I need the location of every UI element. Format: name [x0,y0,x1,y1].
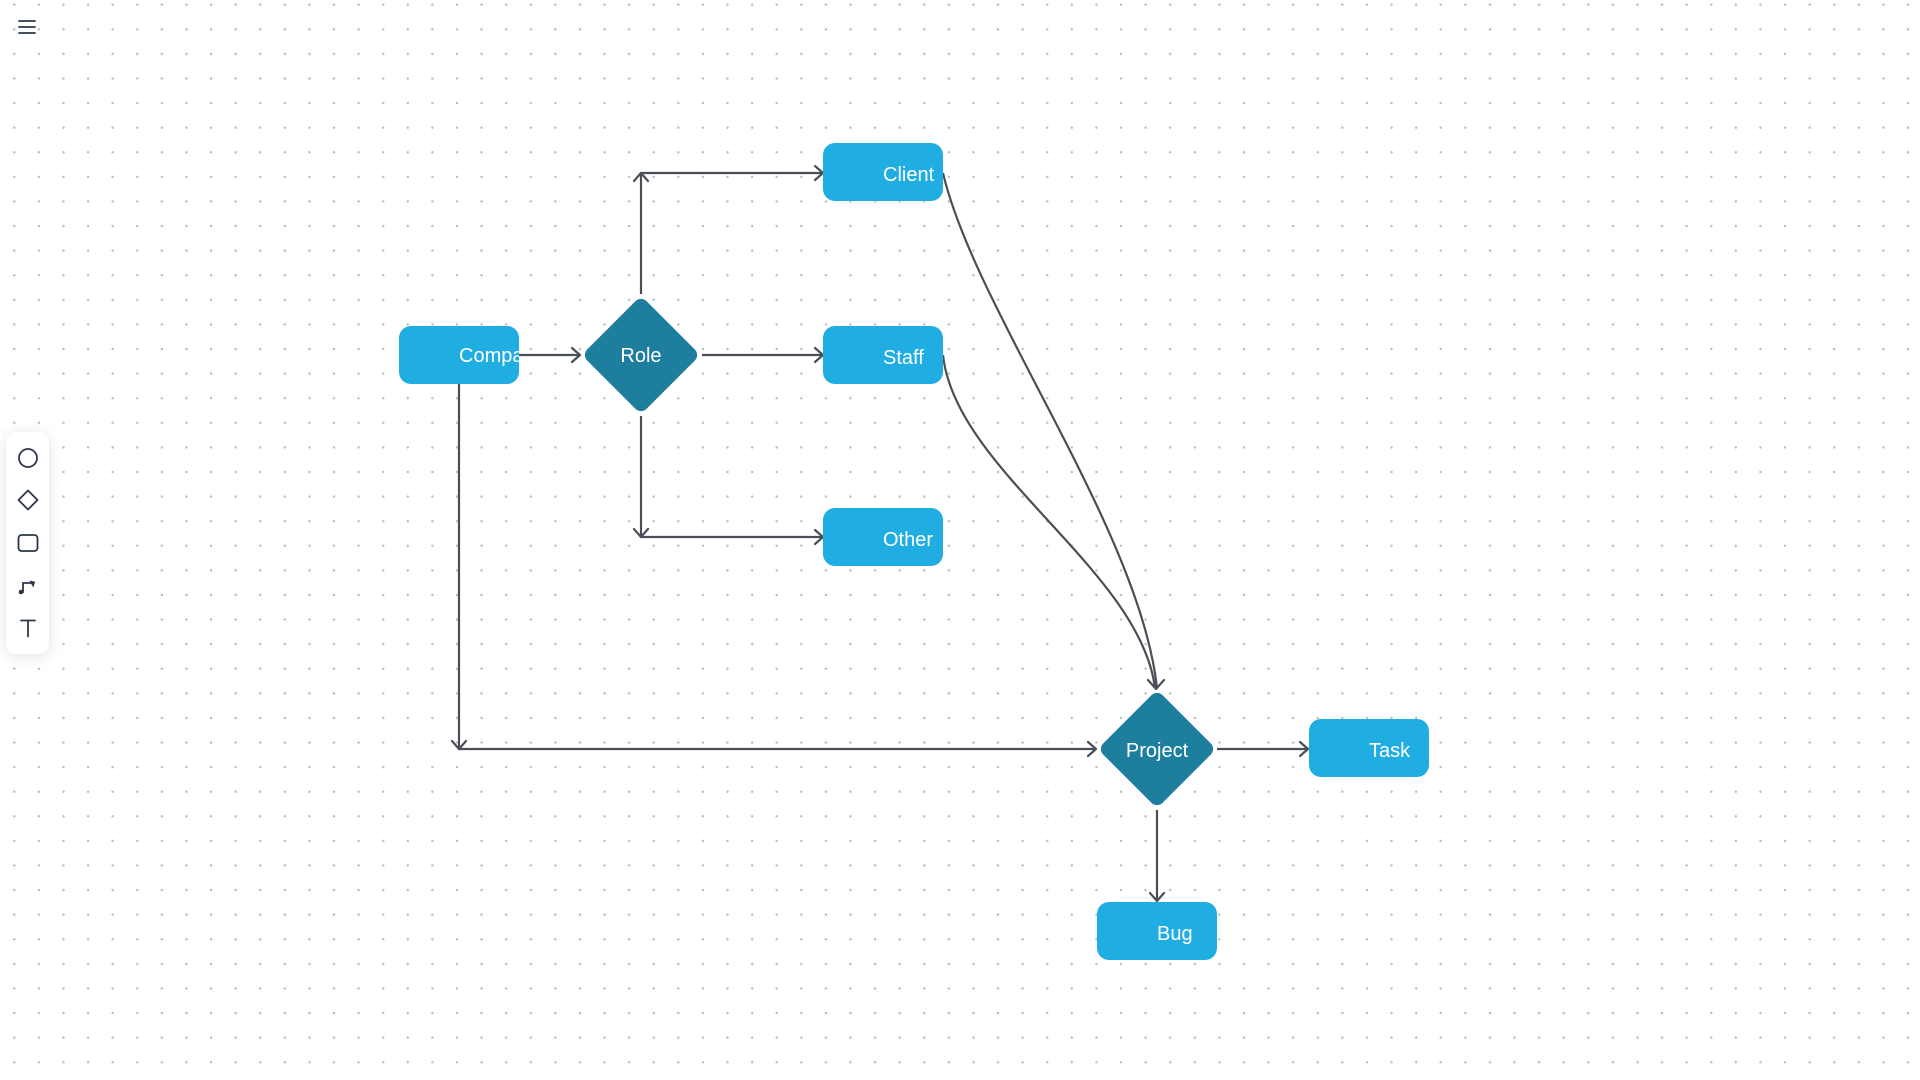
edge-company-project[interactable] [450,384,1098,758]
node-other-label: Other [883,529,933,551]
node-bug[interactable]: Bug [1097,902,1217,960]
diamond-icon [17,489,38,511]
node-project[interactable]: Project [1098,690,1217,809]
node-task[interactable]: Task [1309,719,1429,777]
node-project-label: Project [1126,740,1189,762]
connector-tool[interactable] [11,569,45,601]
text-icon [19,619,36,637]
node-company-label: Compa [459,345,524,367]
edge-project-bug[interactable] [1148,810,1166,903]
edge-company-role[interactable] [519,346,582,364]
text-tool[interactable] [11,612,45,644]
node-staff[interactable]: Staff [823,326,943,384]
hamburger-menu-icon [18,20,36,34]
rounded-rectangle-icon [17,533,38,552]
shape-toolbar [6,432,49,654]
node-staff-label: Staff [883,347,924,369]
menu-button[interactable] [12,12,42,42]
node-bug-label: Bug [1157,923,1193,945]
edge-client-project[interactable] [941,172,1159,689]
node-task-label: Task [1369,740,1411,762]
node-other[interactable]: Other [823,508,943,566]
edges [450,164,1310,903]
diamond-tool[interactable] [11,484,45,516]
node-client[interactable]: Client [823,143,943,201]
edge-role-other[interactable] [632,416,825,546]
circle-tool[interactable] [11,442,45,474]
edge-staff-project[interactable] [941,354,1166,691]
circle-icon [17,448,38,468]
node-role[interactable]: Role [582,296,701,415]
node-company[interactable]: Compa [399,326,524,384]
edge-role-staff[interactable] [702,346,825,364]
rectangle-tool[interactable] [11,527,45,559]
edge-role-client[interactable] [632,164,825,294]
edge-project-task[interactable] [1217,740,1310,758]
node-client-label: Client [883,164,935,186]
connector-icon [18,580,35,595]
node-role-label: Role [620,345,661,367]
